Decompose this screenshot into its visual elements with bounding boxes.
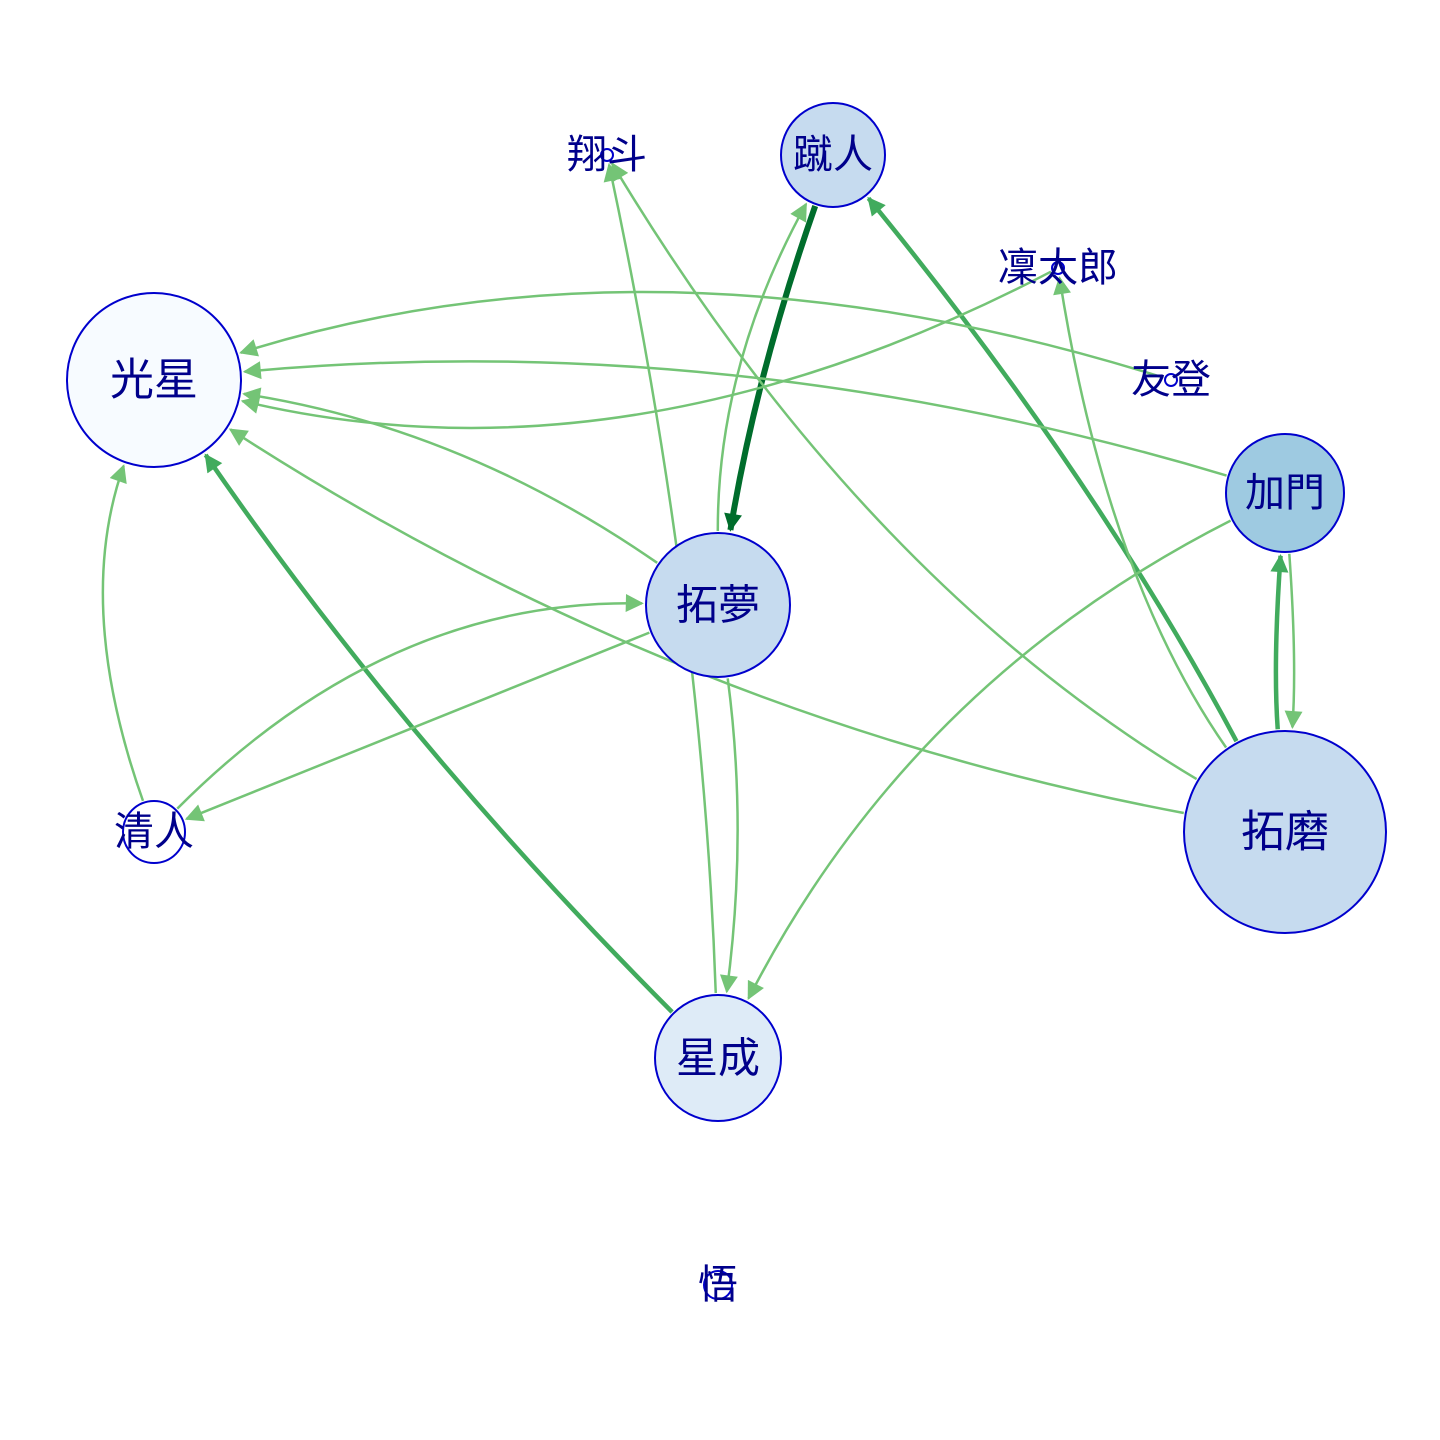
node-label-rintaro: 凜太郎 (998, 245, 1118, 291)
edge-takuma-to-rintaro (1053, 276, 1228, 749)
node-label-kiyoto: 清人 (114, 809, 194, 855)
node-label-seina: 星成 (676, 1034, 760, 1083)
node-label-yuuto: 友登 (1131, 357, 1211, 403)
node-takumu: 拓夢 (645, 532, 791, 678)
edge-rintaro-to-kousei (240, 270, 1052, 430)
edge-takumu-to-kiyoto (184, 631, 650, 822)
node-seina: 星成 (654, 994, 782, 1122)
node-label-takumu: 拓夢 (676, 581, 760, 630)
node-label-kousei: 光星 (110, 355, 198, 406)
edge-takuma-to-shuuto (866, 196, 1239, 743)
node-circle-go (703, 1270, 733, 1300)
edge-kiyoto-to-takumu (176, 594, 644, 810)
node-shuuto: 蹴人 (780, 102, 886, 208)
edge-yuuto-to-kousei (239, 290, 1164, 379)
node-label-kato: 加門 (1245, 470, 1325, 516)
node-circle-shuuto (780, 102, 886, 208)
node-circle-yuuto (1164, 373, 1178, 387)
edge-kato-to-takuma (1284, 553, 1303, 730)
edge-takuma-to-kato (1270, 554, 1289, 730)
node-circle-seina (654, 994, 782, 1122)
node-label-shoto: 翔斗 (567, 132, 647, 178)
node-yuuto: 友登 (1131, 357, 1211, 403)
node-shoto: 翔斗 (567, 132, 647, 178)
node-circle-kousei (66, 292, 242, 468)
edge-kato-to-seina (747, 519, 1232, 1000)
node-label-shuuto: 蹴人 (793, 132, 873, 178)
node-kousei: 光星 (66, 292, 242, 468)
node-circle-takumu (645, 532, 791, 678)
node-kato: 加門 (1225, 433, 1345, 553)
node-label-go: 悟 (698, 1262, 738, 1308)
node-rintaro: 凜太郎 (998, 245, 1118, 291)
edge-seina-to-kousei (203, 453, 674, 1014)
edge-takuma-to-shoto (611, 162, 1198, 781)
edge-takumu-to-kousei (242, 387, 658, 564)
node-label-takuma: 拓磨 (1241, 807, 1329, 858)
node-go: 悟 (698, 1262, 738, 1308)
node-circle-takuma (1183, 730, 1387, 934)
edge-takumu-to-shuuto (716, 202, 808, 532)
edge-shuuto-to-takumu (724, 204, 819, 532)
node-takuma: 拓磨 (1183, 730, 1387, 934)
edge-kato-to-kousei (242, 360, 1227, 477)
node-kiyoto: 清人 (114, 800, 194, 864)
edge-kiyoto-to-kousei (101, 464, 145, 802)
node-circle-kato (1225, 433, 1345, 553)
edge-takumu-to-seina (719, 678, 739, 994)
node-circle-kiyoto (122, 800, 186, 864)
node-circle-shoto (600, 148, 614, 162)
node-circle-rintaro (1051, 261, 1065, 275)
